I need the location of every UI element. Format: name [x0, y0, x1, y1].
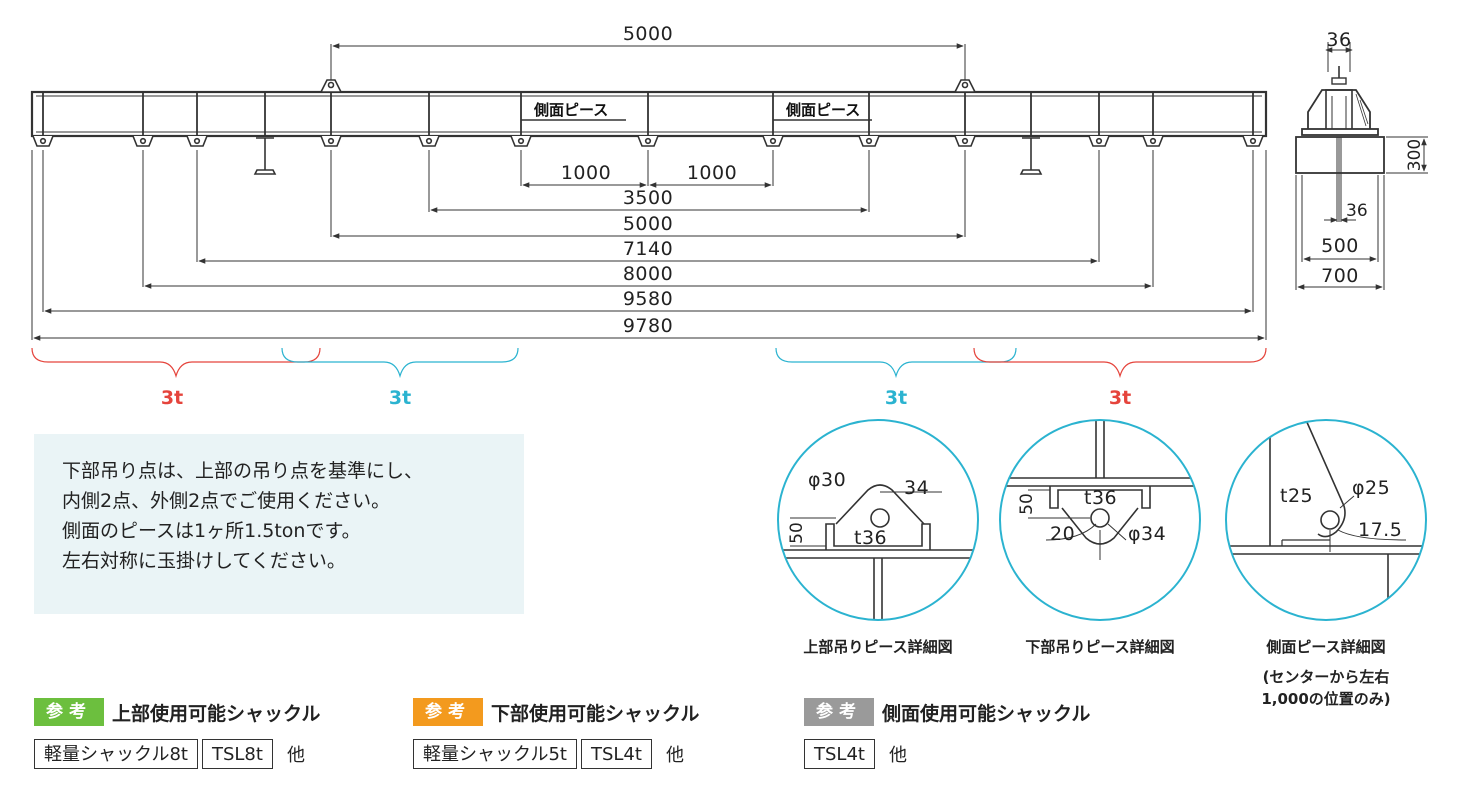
usage-note: 下部吊り点は、上部の吊り点を基準にし、 内側2点、外側2点でご使用ください。 側…: [34, 434, 524, 614]
load-label-cyan-right: 3t: [885, 387, 907, 409]
detail-lower-piece: t36 50 20 φ34: [999, 419, 1201, 621]
beam-main-view: [30, 79, 1268, 175]
shackles-side: TSL4t 他: [804, 737, 907, 771]
side-dim-500: 500: [1321, 235, 1359, 257]
ref-lower: 参考 下部使用可能シャックル: [413, 696, 699, 728]
detail-circle-2: [999, 419, 1201, 621]
dimension-lines: [31, 43, 1267, 341]
ref-title-lower: 下部使用可能シャックル: [491, 702, 700, 725]
svg-text:φ25: φ25: [1352, 477, 1390, 499]
note-line-4: 左右対称に玉掛けしてください。: [62, 550, 346, 572]
svg-text:50: 50: [1017, 493, 1037, 515]
bottom-lugs: [32, 135, 1264, 147]
top-lugs: [319, 79, 977, 93]
load-braces: [31, 347, 1267, 379]
shackle-lower-2: TSL4t: [580, 739, 652, 769]
svg-text:50: 50: [787, 522, 807, 544]
caption-side-sub-2: 1,000の位置のみ): [1261, 690, 1391, 708]
svg-text:34: 34: [904, 477, 929, 499]
dim-1000-right: 1000: [687, 162, 737, 184]
svg-text:t36: t36: [1084, 487, 1117, 509]
load-label-red-left: 3t: [161, 387, 183, 409]
note-line-1: 下部吊り点は、上部の吊り点を基準にし、: [62, 460, 424, 482]
note-line-3: 側面のピースは1ヶ所1.5tonです。: [62, 520, 361, 542]
svg-text:φ30: φ30: [808, 469, 846, 491]
shackle-upper-2: TSL8t: [201, 739, 273, 769]
svg-text:t25: t25: [1280, 485, 1313, 507]
note-line-2: 内側2点、外側2点でご使用ください。: [62, 490, 391, 512]
brace-red-left: [31, 347, 321, 379]
dim-7140: 7140: [623, 238, 673, 260]
shackle-side-other: 他: [888, 745, 907, 766]
detail-circle-1: [777, 419, 979, 621]
ref-badge-side: 参考: [804, 698, 874, 726]
shackles-lower: 軽量シャックル5t TSL4t 他: [413, 737, 684, 771]
caption-side-sub-1: (センターから左右: [1262, 668, 1390, 686]
side-dim-36-top: 36: [1326, 29, 1351, 51]
shackle-lower-other: 他: [665, 745, 684, 766]
shackle-upper-1: 軽量シャックル8t: [34, 739, 198, 769]
svg-text:t36: t36: [854, 527, 887, 549]
dim-top-5000: 5000: [623, 23, 673, 45]
brace-cyan-right: [775, 347, 1017, 379]
ref-badge-upper: 参考: [34, 698, 104, 726]
detail-circle-3: [1225, 419, 1427, 621]
detail-upper-piece: φ30 34 50 t36: [777, 419, 979, 621]
side-view: [1295, 42, 1428, 290]
dim-8000: 8000: [623, 263, 673, 285]
detail-side-piece: t25 φ25 17.5: [1225, 419, 1427, 621]
ref-title-upper: 上部使用可能シャックル: [112, 702, 321, 725]
side-piece-label-left: 側面ピース: [533, 101, 608, 119]
shackle-side-1: TSL4t: [804, 739, 875, 769]
shackle-upper-other: 他: [286, 745, 305, 766]
dim-9780: 9780: [623, 315, 673, 337]
brace-cyan-left: [281, 347, 519, 379]
dim-3500: 3500: [623, 187, 673, 209]
brace-red-right: [973, 347, 1267, 379]
dim-9580: 9580: [623, 288, 673, 310]
ref-side: 参考 側面使用可能シャックル: [804, 696, 1090, 728]
svg-text:17.5: 17.5: [1358, 519, 1402, 541]
svg-text:φ34: φ34: [1128, 523, 1166, 545]
dim-1000-left: 1000: [561, 162, 611, 184]
side-dim-700: 700: [1321, 265, 1359, 287]
side-dim-36-inner: 36: [1346, 201, 1368, 221]
beam-verticals: [42, 92, 1254, 136]
beam-frame: [30, 90, 1268, 138]
caption-side-piece: 側面ピース詳細図: [1266, 638, 1386, 656]
ref-badge-lower: 参考: [413, 698, 483, 726]
ref-upper: 参考 上部使用可能シャックル: [34, 696, 320, 728]
dim-5000: 5000: [623, 213, 673, 235]
load-label-cyan-left: 3t: [389, 387, 411, 409]
load-label-red-right: 3t: [1109, 387, 1131, 409]
ibeam-legs: [253, 137, 1043, 175]
side-piece-label-right: 側面ピース: [785, 101, 860, 119]
ref-title-side: 側面使用可能シャックル: [882, 702, 1091, 725]
caption-upper-piece: 上部吊りピース詳細図: [803, 638, 953, 656]
svg-text:20: 20: [1050, 523, 1075, 545]
shackle-lower-1: 軽量シャックル5t: [413, 739, 577, 769]
caption-lower-piece: 下部吊りピース詳細図: [1025, 638, 1175, 656]
shackles-upper: 軽量シャックル8t TSL8t 他: [34, 737, 305, 771]
side-dim-300: 300: [1405, 139, 1425, 171]
